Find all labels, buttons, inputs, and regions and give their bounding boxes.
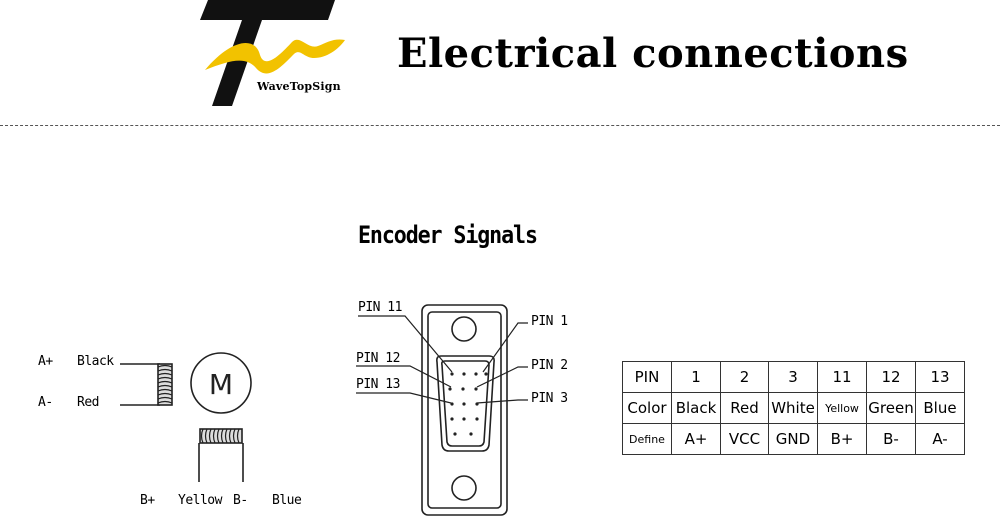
table-cell: 1	[671, 361, 721, 393]
table-cell: GND	[768, 423, 818, 455]
label-pin-2: PIN 2	[531, 358, 568, 373]
label-pin-11: PIN 11	[358, 300, 402, 315]
table-cell: 11	[817, 361, 867, 393]
table-cell: Red	[720, 392, 769, 424]
brand-name: WaveTopSign	[257, 80, 341, 93]
table-cell: Green	[866, 392, 916, 424]
table-cell: 3	[768, 361, 818, 393]
label-b-minus: B-	[233, 493, 248, 508]
table-cell: Blue	[915, 392, 965, 424]
label-pin-3: PIN 3	[531, 391, 568, 406]
dashed-divider	[0, 125, 1000, 126]
label-pin-13: PIN 13	[356, 377, 400, 392]
page-title: Electrical connections	[397, 30, 909, 77]
table-cell: White	[768, 392, 818, 424]
label-blue: Blue	[272, 493, 302, 508]
table-cell: PIN	[622, 361, 672, 393]
label-b-plus: B+	[140, 493, 155, 508]
label-a-plus: A+	[38, 354, 53, 369]
table-cell: B-	[866, 423, 916, 455]
wavetopsign-logo	[200, 0, 345, 106]
table-cell: A+	[671, 423, 721, 455]
table-cell: A-	[915, 423, 965, 455]
table-cell: 12	[866, 361, 916, 393]
table-row: Color Black Red White Yellow Green Blue	[622, 392, 965, 424]
table-cell: VCC	[720, 423, 769, 455]
label-pin-1: PIN 1	[531, 314, 568, 329]
table-row: PIN 1 2 3 11 12 13	[622, 361, 965, 393]
table-cell: Black	[671, 392, 721, 424]
table-cell: 13	[915, 361, 965, 393]
label-red: Red	[77, 395, 99, 410]
table-cell: B+	[817, 423, 867, 455]
pin-table: PIN 1 2 3 11 12 13 Color Black Red White…	[622, 361, 965, 455]
table-cell: Define	[622, 423, 672, 455]
table-cell: Yellow	[817, 392, 867, 424]
label-black: Black	[77, 354, 114, 369]
table-cell: Color	[622, 392, 672, 424]
table-row: Define A+ VCC GND B+ B- A-	[622, 423, 965, 455]
label-yellow: Yellow	[178, 493, 222, 508]
table-cell: 2	[720, 361, 769, 393]
label-a-minus: A-	[38, 395, 53, 410]
label-pin-12: PIN 12	[356, 351, 400, 366]
encoder-title: Encoder Signals	[358, 221, 538, 249]
motor-symbol: M	[209, 368, 233, 401]
